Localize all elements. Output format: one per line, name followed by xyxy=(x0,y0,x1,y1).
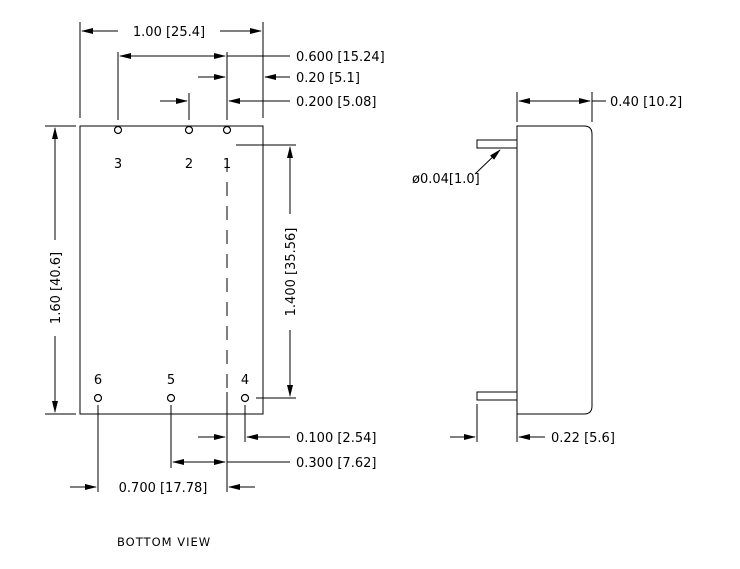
dim-pin2-to-pin1: 0.200 [5.08] xyxy=(296,95,376,110)
leader-pin-diameter xyxy=(474,149,501,175)
dim-pin-diameter: ø0.04[1.0] xyxy=(412,172,480,187)
module-outline-side xyxy=(516,125,593,415)
dim-overall-width: 1.00 [25.4] xyxy=(133,25,205,40)
pin-1-hole xyxy=(222,125,232,135)
pin-3-label: 3 xyxy=(114,157,122,172)
bottom-view: 3 2 1 6 5 4 1.00 [25.4] 0.600 [15.24] 0.… xyxy=(45,22,385,549)
dim-pin-row-spacing: 1.400 [35.56] xyxy=(284,228,299,317)
dim-pin1-to-edge: 0.20 [5.1] xyxy=(296,71,360,86)
dim-overall-length: 1.60 [40.6] xyxy=(49,252,64,324)
pin-5-label: 5 xyxy=(167,373,175,388)
dim-pin6-offset: 0.700 [17.78] xyxy=(119,481,208,496)
pin-6-label: 6 xyxy=(94,373,102,388)
dim-pin4-offset: 0.100 [2.54] xyxy=(296,431,376,446)
pin-2-label: 2 xyxy=(185,157,193,172)
pin-top-side xyxy=(476,139,518,149)
pin-2-hole xyxy=(184,125,194,135)
side-view: 0.40 [10.2] ø0.04[1.0] 0.22 [5.6] xyxy=(412,92,682,446)
pin-bottom-side xyxy=(476,391,518,401)
dim-pin5-offset: 0.300 [7.62] xyxy=(296,456,376,471)
pin-3-hole xyxy=(113,125,123,135)
view-caption: BOTTOM VIEW xyxy=(117,535,211,549)
dim-pin3-to-pin1: 0.600 [15.24] xyxy=(296,50,385,65)
pin-4-hole xyxy=(240,393,250,403)
module-outline-bottom xyxy=(79,125,264,415)
pin-6-hole xyxy=(93,393,103,403)
pin-1-label: 1 xyxy=(223,157,231,172)
dim-pin-length: 0.22 [5.6] xyxy=(551,431,615,446)
pin-4-label: 4 xyxy=(241,373,249,388)
dim-body-height: 0.40 [10.2] xyxy=(610,95,682,110)
pin-5-hole xyxy=(166,393,176,403)
